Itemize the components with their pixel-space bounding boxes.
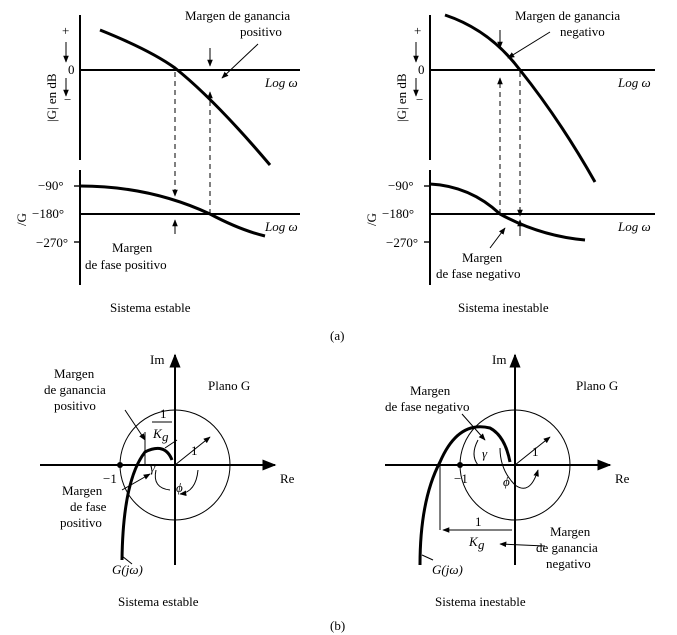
phase-curve bbox=[79, 184, 266, 238]
part-b-label: (b) bbox=[330, 618, 345, 633]
phase-tick-90: −90° bbox=[388, 178, 414, 193]
plane-label: Plano G bbox=[576, 378, 618, 393]
gamma-label: γ bbox=[150, 460, 156, 475]
gain-margin-label-line3: negativo bbox=[546, 556, 591, 571]
gain-margin-label-line1: Margen de ganancia bbox=[515, 8, 620, 23]
phase-margin-label-line2: de fase negativo bbox=[436, 266, 520, 281]
kg-subscript: g bbox=[478, 537, 485, 552]
zero-db-label: 0 bbox=[418, 62, 425, 77]
one-label: 1 bbox=[532, 444, 539, 459]
kg-numerator: 1 bbox=[475, 514, 482, 529]
gain-margin-label-line1: Margen bbox=[54, 366, 95, 381]
phase-margin-label-line2: de fase negativo bbox=[385, 399, 469, 414]
phase-margin-label-line1: Margen bbox=[62, 483, 103, 498]
phase-tick-180: −180° bbox=[382, 206, 414, 221]
phase-margin-pointer-icon bbox=[121, 473, 151, 491]
minus-one-point bbox=[457, 462, 463, 468]
phase-tick-270: −270° bbox=[36, 235, 68, 250]
unit-radius-arrow-icon bbox=[174, 436, 211, 466]
kg-denominator: K bbox=[152, 426, 163, 441]
one-label: 1 bbox=[191, 443, 198, 458]
nyquist-label: G(jω) bbox=[112, 562, 143, 577]
phase-tick-180: −180° bbox=[32, 206, 64, 221]
mag-xlabel: Log ω bbox=[264, 75, 298, 90]
nyquist-curve bbox=[120, 446, 174, 561]
mag-ylabel: |G| en dB bbox=[44, 73, 59, 122]
bode-unstable: + 0 − |G| en dB Log ω Margen de ganancia… bbox=[364, 8, 655, 315]
nyquist-label: G(jω) bbox=[432, 562, 463, 577]
caption-stable: Sistema estable bbox=[110, 300, 191, 315]
minus-one-label: −1 bbox=[454, 471, 468, 486]
gamma-label: γ bbox=[482, 446, 488, 461]
nyquist-curve bbox=[418, 425, 512, 566]
kg-pointer bbox=[164, 439, 178, 449]
phase-margin-pointer-icon bbox=[489, 227, 506, 249]
gain-margin-pointer-icon bbox=[124, 409, 146, 441]
phi-label: ϕ bbox=[503, 474, 510, 489]
phase-tick-90: −90° bbox=[38, 178, 64, 193]
gain-margin-pointer-icon bbox=[499, 541, 546, 548]
phase-margin-label-line2: de fase bbox=[70, 499, 107, 514]
phi-label: ϕ bbox=[176, 480, 183, 495]
phase-ylabel: /G bbox=[14, 213, 29, 226]
phase-margin-label-line1: Margen bbox=[462, 250, 503, 265]
gain-margin-label-line3: positivo bbox=[54, 398, 96, 413]
phase-margin-label-line1: Margen bbox=[410, 383, 451, 398]
caption-unstable: Sistema inestable bbox=[458, 300, 549, 315]
gain-margin-pointer-icon bbox=[507, 31, 551, 59]
kg-numerator: 1 bbox=[160, 406, 167, 421]
phase-margin-label-line2: de fase positivo bbox=[85, 257, 167, 272]
phase-ylabel: /G bbox=[364, 213, 379, 226]
phase-xlabel: Log ω bbox=[264, 219, 298, 234]
minus-one-point bbox=[117, 462, 123, 468]
part-a-label: (a) bbox=[330, 328, 344, 343]
zero-db-label: 0 bbox=[68, 62, 75, 77]
kg-subscript: g bbox=[162, 429, 169, 444]
mag-ylabel: |G| en dB bbox=[394, 73, 409, 122]
phi-arc-arrow-icon bbox=[179, 469, 199, 496]
phase-margin-label-line1: Margen bbox=[112, 240, 153, 255]
nyquist-stable: Im Re Plano G −1 1 1 K g Margen de ganan… bbox=[40, 352, 295, 609]
gain-margin-label-line2: de ganancia bbox=[44, 382, 106, 397]
phase-xlabel: Log ω bbox=[617, 219, 651, 234]
nyquist-unstable: Im Re Plano G −1 1 1 K g Margen de ganan… bbox=[385, 352, 630, 609]
minus-sign: − bbox=[416, 92, 423, 107]
nyquist-label-leader bbox=[421, 554, 434, 561]
im-label: Im bbox=[150, 352, 164, 367]
bode-stable: + 0 − |G| en dB Log ω Margen de ganancia… bbox=[14, 8, 300, 315]
gamma-arc bbox=[154, 469, 171, 491]
plus-sign: + bbox=[414, 23, 421, 38]
phi-arc-arrow-icon bbox=[499, 447, 539, 489]
magnitude-curve bbox=[99, 28, 272, 166]
gamma-arc bbox=[473, 439, 479, 466]
unit-radius-arrow-icon bbox=[514, 436, 551, 466]
gain-margin-pointer-icon bbox=[221, 43, 259, 79]
phase-margin-label-line3: positivo bbox=[60, 515, 102, 530]
mag-xlabel: Log ω bbox=[617, 75, 651, 90]
caption-stable: Sistema estable bbox=[118, 594, 199, 609]
plane-label: Plano G bbox=[208, 378, 250, 393]
phase-curve bbox=[429, 182, 586, 242]
magnitude-curve bbox=[444, 13, 597, 183]
re-label: Re bbox=[280, 471, 295, 486]
caption-unstable: Sistema inestable bbox=[435, 594, 526, 609]
gain-margin-label-line1: Margen de ganancia bbox=[185, 8, 290, 23]
minus-one-label: −1 bbox=[103, 471, 117, 486]
im-label: Im bbox=[492, 352, 506, 367]
gain-margin-label-line2: positivo bbox=[240, 24, 282, 39]
gain-margin-label-line2: negativo bbox=[560, 24, 605, 39]
phase-margin-pointer-icon bbox=[461, 413, 486, 441]
gain-margin-label-line1: Margen bbox=[550, 524, 591, 539]
gain-margin-label-line2: de ganancia bbox=[536, 540, 598, 555]
plus-sign: + bbox=[62, 23, 69, 38]
re-label: Re bbox=[615, 471, 630, 486]
minus-sign: − bbox=[64, 92, 71, 107]
kg-denominator: K bbox=[468, 534, 479, 549]
nyquist-label-leader bbox=[121, 555, 133, 565]
phase-tick-270: −270° bbox=[386, 235, 418, 250]
